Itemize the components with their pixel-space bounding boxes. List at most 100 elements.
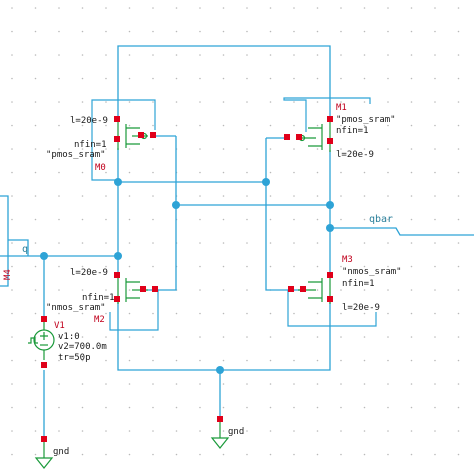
grid-dot [293,430,295,432]
wire-qbar[interactable] [330,227,474,236]
grid-dot [11,101,13,103]
grid-dot [81,124,84,127]
grid-dot [105,430,107,432]
grid-dot [410,383,413,385]
transistor-m2[interactable] [114,272,158,304]
junction-q-node [114,252,122,260]
grid-dot [246,453,248,456]
grid-dot [152,406,154,409]
grid-dot [316,406,319,409]
ground-left[interactable] [34,436,54,469]
grid-dots [11,7,460,456]
grid-dot [410,124,413,127]
grid-dot [58,54,60,56]
grid-dot [340,171,342,174]
grid-dot [222,7,225,9]
grid-dot [410,218,413,221]
grid-dot [222,54,225,56]
grid-dot [457,7,460,9]
grid-dot [11,77,13,80]
grid-dot [316,336,319,338]
wire-left-gate[interactable] [155,136,177,291]
grid-dot [316,195,319,197]
junction-dots [40,178,334,374]
grid-dot [128,383,131,385]
grid-dot [222,77,225,80]
grid-dot [81,289,84,291]
grid-dot [199,453,201,456]
grid-dot [316,430,319,432]
grid-dot [457,312,460,315]
ground-center[interactable] [210,416,230,449]
grid-dot [387,171,389,174]
grid-dot [434,218,436,221]
grid-dot [363,289,366,291]
grid-dot [34,453,37,456]
transistor-m3[interactable] [288,272,333,304]
grid-dot [246,54,248,56]
grid-dot [105,359,107,362]
grid-dot [269,406,272,409]
grid-dot [387,336,389,338]
grid-dot [58,453,60,456]
grid-dot [199,77,201,80]
grid-dot [293,218,295,221]
grid-dot [293,336,295,338]
grid-dot [222,430,225,432]
v1-tr-label: tr=50p [58,353,91,363]
grid-dot [434,453,436,456]
grid-dot [410,242,413,244]
grid-dot [410,77,413,80]
grid-dot [222,124,225,127]
grid-dot [363,77,366,80]
wire-vdd-loop[interactable] [117,45,331,120]
grid-dot [457,289,460,291]
grid-dot [105,30,107,33]
grid-dot [457,77,460,80]
grid-dot [434,30,436,33]
grid-dot [457,148,460,150]
grid-dot [11,171,13,174]
grid-dot [387,148,389,150]
grid-dot [152,171,154,174]
grid-dot [34,195,37,197]
transistor-m0[interactable] [114,116,156,150]
m3-model-label: "nmos_sram" [342,267,402,277]
grid-dot [81,148,84,150]
wire-m4-stub[interactable] [0,195,9,287]
grid-dot [363,430,366,432]
grid-dot [387,453,389,456]
junction-right-205 [326,201,334,209]
wire-gnd-bus[interactable] [117,300,331,371]
wire-m4-lead[interactable] [8,239,29,256]
grid-dot [293,359,295,362]
grid-dot [58,171,60,174]
voltage-source-v1[interactable] [28,316,55,368]
transistor-m1[interactable] [284,116,333,152]
grid-dot [58,242,60,244]
grid-dot [316,218,319,221]
wire-right-gate[interactable] [265,138,290,291]
grid-dot [269,7,272,9]
grid-dot [293,77,295,80]
grid-dot [175,406,178,409]
grid-dot [105,218,107,221]
grid-dot [58,289,60,291]
grid-dot [316,171,319,174]
grid-dot [81,359,84,362]
grid-dot [269,124,272,127]
grid-dot [128,195,131,197]
grid-dot [269,312,272,315]
grid-dot [199,312,201,315]
grid-dot [363,148,366,150]
grid-dot [11,30,13,33]
grid-dot [316,54,319,56]
grid-dot [363,336,366,338]
grid-dot [199,30,201,33]
grid-dot [11,359,13,362]
grid-dot [387,430,389,432]
m1-bulk-loop [283,97,371,132]
grid-dot [222,265,225,268]
grid-dot [246,289,248,291]
grid-dot [246,195,248,197]
